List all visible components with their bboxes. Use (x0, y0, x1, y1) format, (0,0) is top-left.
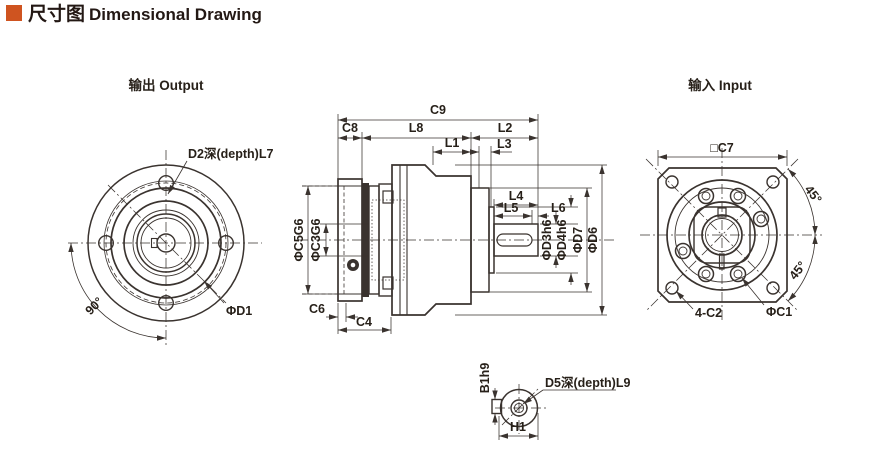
dim-l8-label: L8 (409, 121, 424, 135)
corner-holes-label: 4-C2 (695, 306, 722, 320)
page-title-en: Dimensional Drawing (89, 5, 262, 24)
bolt-hole (697, 187, 715, 205)
shaft-section-view: B1h9 D5深(depth)L9 H1 (478, 363, 630, 440)
page-title-cn: 尺寸图 (28, 2, 85, 25)
lug-bottom (382, 276, 394, 290)
input-view-label: 输入 Input (688, 77, 752, 93)
dim-l6-label: L6 (551, 201, 566, 215)
bolt-hole (674, 242, 692, 260)
dim-c3g6-label: ΦC3G6 (309, 218, 323, 261)
dim-d6-label: ΦD6 (586, 227, 600, 253)
input-bolt-holes (674, 187, 770, 283)
dim-l1-label: L1 (445, 136, 460, 150)
input-bore-outer (701, 214, 743, 256)
clamp-slit (718, 253, 725, 270)
input-keyway-notch (717, 207, 727, 218)
angle-45-arc-top (787, 168, 818, 236)
dia-c1-label: ΦC1 (766, 305, 792, 319)
input-square-flange (657, 167, 788, 303)
dim-h1-label: H1 (510, 420, 526, 434)
dim-c9-label: C9 (430, 103, 446, 117)
housing-joint-lines (399, 165, 408, 315)
dia-c1-leader (741, 277, 765, 306)
dim-d7-label: ΦD7 (571, 227, 585, 253)
dim-c4-label: C4 (356, 315, 372, 329)
input-boss-circle (666, 179, 778, 291)
input-shaft (493, 223, 539, 257)
angle-45-top-label: 45° (802, 183, 825, 207)
output-view: 输出 Output 90° ΦD1 D2深(depth)L7 (68, 77, 273, 346)
shaft-center-hole-inner (513, 402, 525, 414)
lug-top (382, 190, 394, 204)
dim-d4h6-label: ΦD4h6 (555, 220, 569, 261)
bolt-hole-bore (678, 246, 688, 256)
side-view: C9 C8 L8 L2 L1 L3 L4 L5 L6 C6 C4 ΦC5G6 Φ… (292, 103, 614, 334)
hole-d2-label: D2深(depth)L7 (188, 146, 273, 161)
input-pilot-circle (674, 187, 770, 283)
bolt-hole-bore (701, 191, 711, 201)
gearbox-housing (391, 164, 472, 316)
dim-d5-label: D5深(depth)L9 (545, 375, 630, 390)
dim-c5g6-label: ΦC5G6 (292, 218, 306, 261)
bolt-hole-bore (733, 269, 743, 279)
flange-pilot-lines (338, 185, 362, 295)
input-view: 输入 Input □C7 45° 45° (640, 77, 824, 322)
shaft-section-circle (499, 388, 539, 428)
dia-d1-label: ΦD1 (226, 304, 252, 318)
corner-holes-leader (675, 290, 694, 310)
dim-c8-label: C8 (342, 121, 358, 135)
input-corner-holes (665, 175, 780, 295)
mount-hole-top (157, 174, 174, 191)
input-hub-circle (688, 201, 756, 269)
dim-c7-label: □C7 (710, 141, 734, 155)
corner-hole-bl (665, 281, 679, 295)
angle-90-arc (68, 242, 167, 341)
hole-d2-leader (167, 160, 188, 195)
bolt-hole (752, 210, 770, 228)
dim-l4-label: L4 (509, 189, 524, 203)
title-accent-square (6, 5, 22, 21)
angle-45-arc-bottom (787, 234, 818, 302)
dim-d3h6-label: ΦD3h6 (540, 220, 554, 261)
shaft-center-hole-outer (510, 399, 528, 417)
clamp-collar (693, 206, 751, 264)
shaft-keyway (496, 233, 533, 247)
mount-hole-right (217, 234, 234, 251)
input-centerlines (640, 148, 822, 322)
corner-hole-tr (766, 175, 780, 189)
bolt-hole-bore (701, 269, 711, 279)
angle-45-bottom-label: 45° (787, 259, 810, 283)
bolt-hole-bore (756, 214, 766, 224)
dim-d5-leader (522, 389, 544, 405)
bolt-hole (697, 265, 715, 283)
flange-bolt-hole-bore (350, 262, 356, 268)
dim-c6-label: C6 (309, 302, 325, 316)
corner-hole-br (766, 281, 780, 295)
seal-band (362, 183, 369, 297)
dim-l3-label: L3 (497, 137, 512, 151)
input-bore-inner (705, 218, 739, 252)
side-hidden-ext (302, 185, 338, 295)
corner-hole-tl (665, 175, 679, 189)
bolt-hole (729, 265, 747, 283)
bolt-hole (729, 187, 747, 205)
dim-b1-label: B1h9 (478, 363, 492, 394)
angle-90-label: 90° (83, 295, 106, 318)
dim-l5-label: L5 (504, 201, 519, 215)
page-header: 尺寸图 Dimensional Drawing (6, 2, 262, 25)
dim-l2-label: L2 (498, 121, 513, 135)
output-view-label: 输出 Output (129, 77, 204, 93)
bolt-hole-bore (733, 191, 743, 201)
dia-d1-leader (203, 280, 225, 304)
